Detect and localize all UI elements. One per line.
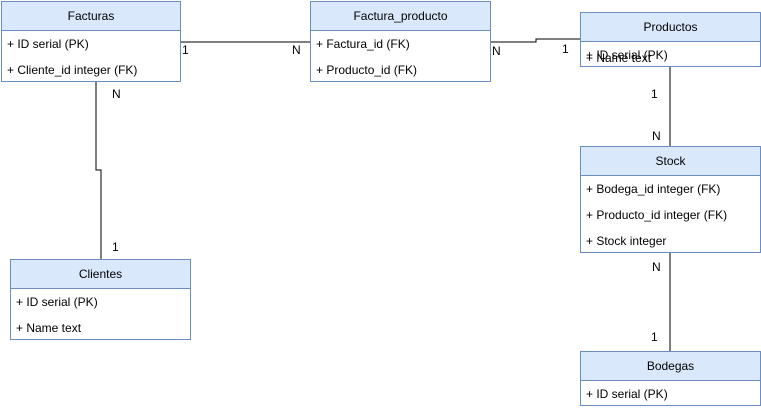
entity-bodegas[interactable]: Bodegas + ID serial (PK) (580, 351, 761, 406)
cardinality-productos-stock-bottom: N (652, 129, 661, 143)
field-stock-stock: + Stock integer (586, 234, 667, 248)
field-stock-producto-id: + Producto_id integer (FK) (586, 208, 728, 222)
field-facturas-id: + ID serial (PK) (7, 37, 89, 51)
cardinality-facturas-fp-left: 1 (182, 43, 189, 57)
field-facturas-cliente-id: + Cliente_id integer (FK) (7, 63, 138, 77)
entity-clientes[interactable]: Clientes + ID serial (PK) + Name text (10, 259, 191, 340)
field-stock-bodega-id: + Bodega_id integer (FK) (586, 182, 721, 196)
entity-factura-producto[interactable]: Factura_producto + Factura_id (FK) + Pro… (310, 1, 491, 82)
cardinality-facturas-fp-right: N (292, 43, 301, 57)
cardinality-fp-productos-right: 1 (562, 42, 569, 56)
cardinality-fp-productos-left: N (492, 44, 501, 58)
field-factura-producto-factura-id: + Factura_id (FK) (316, 37, 410, 51)
field-productos-name: + Name text (586, 51, 652, 65)
field-factura-producto-producto-id: + Producto_id (FK) (316, 63, 418, 77)
entity-productos-title: Productos (581, 13, 760, 42)
cardinality-facturas-clientes-bottom: 1 (112, 240, 119, 254)
entity-clientes-title: Clientes (11, 260, 190, 289)
field-productos-id: + ID serial (PK) (586, 48, 668, 62)
entity-stock-title: Stock (581, 147, 760, 176)
entity-facturas[interactable]: Facturas + ID serial (PK) + Cliente_id i… (1, 1, 181, 82)
field-clientes-name: + Name text (16, 321, 82, 335)
entity-stock[interactable]: Stock + Bodega_id integer (FK) + Product… (580, 146, 761, 253)
edge-facturas-clientes (95, 82, 102, 259)
entity-productos[interactable]: Productos + ID serial (PK) + Name text (580, 12, 761, 67)
entity-factura-producto-title: Factura_producto (311, 2, 490, 31)
entity-bodegas-title: Bodegas (581, 352, 760, 381)
entity-facturas-title: Facturas (2, 2, 180, 31)
field-bodegas-id: + ID serial (PK) (586, 387, 668, 401)
cardinality-facturas-clientes-top: N (112, 87, 121, 101)
cardinality-productos-stock-top: 1 (651, 87, 658, 101)
edge-factura-producto-productos (491, 38, 580, 43)
cardinality-stock-bodegas-bottom: 1 (651, 330, 658, 344)
field-clientes-id: + ID serial (PK) (16, 295, 98, 309)
cardinality-stock-bodegas-top: N (652, 260, 661, 274)
